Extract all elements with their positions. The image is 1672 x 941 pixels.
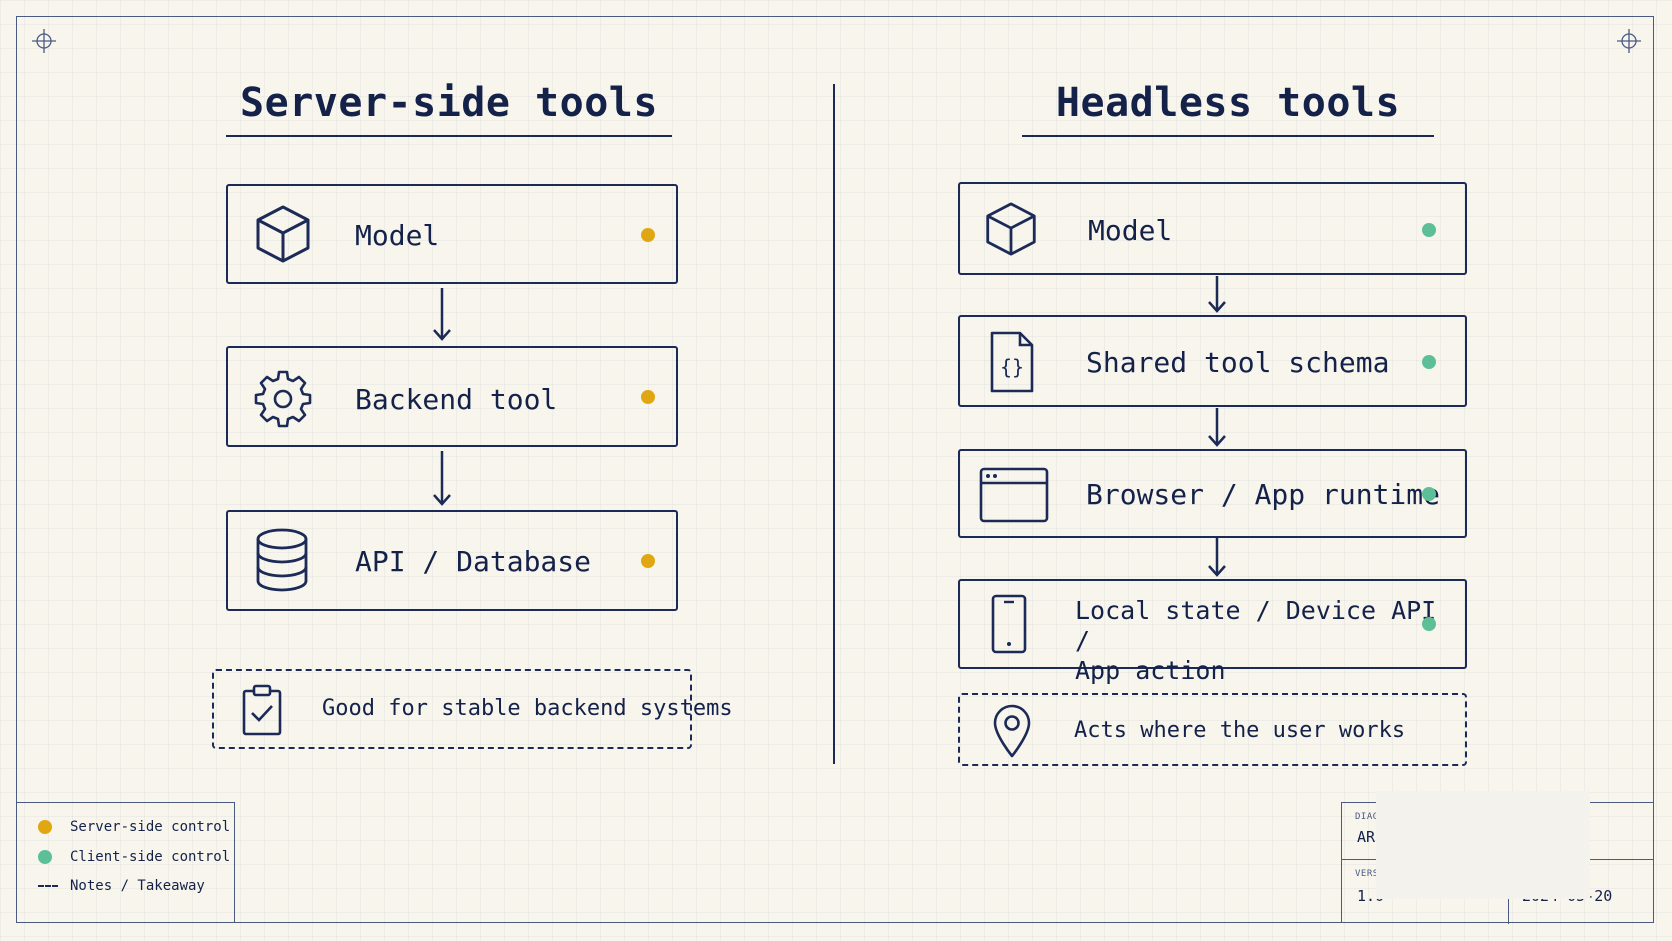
card-label: Model bbox=[355, 219, 440, 252]
server-control-dot bbox=[641, 390, 655, 404]
flow-arrow bbox=[1208, 538, 1226, 577]
client-control-dot bbox=[1422, 223, 1436, 237]
card-label: Local state / Device API / App action bbox=[1075, 596, 1437, 685]
drawing-frame bbox=[16, 16, 1654, 923]
right-column-title: Headless tools bbox=[1055, 80, 1401, 126]
title-underline bbox=[226, 135, 672, 137]
client-control-dot bbox=[1422, 487, 1436, 501]
browser-window-icon bbox=[979, 467, 1049, 523]
note-takeaway-right: Acts where the user works bbox=[958, 693, 1467, 766]
server-control-dot bbox=[641, 554, 655, 568]
legend-item-client: Client-side control bbox=[38, 849, 230, 865]
card-model: Model bbox=[226, 184, 678, 284]
clipboard-check-icon bbox=[242, 684, 282, 736]
card-backend-tool: Backend tool bbox=[226, 346, 678, 447]
note-takeaway-left: Good for stable backend systems bbox=[212, 669, 733, 749]
cube-icon bbox=[986, 202, 1036, 256]
card-label: Model bbox=[1088, 214, 1173, 247]
note-label: Good for stable backend systems bbox=[322, 696, 733, 721]
client-control-dot bbox=[1422, 617, 1436, 631]
card-api-database: API / Database bbox=[226, 510, 678, 611]
legend-label: Server-side control bbox=[70, 819, 231, 835]
cube-icon bbox=[256, 205, 310, 263]
card-label: Browser / App runtime bbox=[1086, 478, 1441, 511]
client-swatch bbox=[38, 850, 52, 864]
gear-icon bbox=[254, 370, 312, 428]
title-block: DIAG AR VERS 1.0 2024-05-20 bbox=[1341, 791, 1654, 924]
diagram-caption: DIAG bbox=[1355, 812, 1379, 822]
flow-arrow bbox=[433, 451, 451, 506]
server-swatch bbox=[38, 820, 52, 834]
card-label: Shared tool schema bbox=[1086, 346, 1390, 379]
note-label: Acts where the user works bbox=[1074, 718, 1406, 743]
phone-icon bbox=[991, 594, 1027, 654]
card-label: API / Database bbox=[355, 545, 592, 578]
card-model: Model bbox=[958, 182, 1467, 275]
diagram-value: AR bbox=[1357, 828, 1376, 846]
card-browser-app-runtime: Browser / App runtime bbox=[958, 449, 1467, 538]
location-pin-icon bbox=[993, 704, 1031, 758]
flow-arrow bbox=[1208, 408, 1226, 447]
card-local-state: Local state / Device API / App action bbox=[958, 579, 1467, 685]
svg-text:{}: {} bbox=[1000, 355, 1024, 379]
legend-label: Client-side control bbox=[70, 849, 231, 865]
client-control-dot bbox=[1422, 355, 1436, 369]
server-control-dot bbox=[641, 228, 655, 242]
title-underline bbox=[1022, 135, 1434, 137]
dashed-swatch bbox=[38, 885, 58, 887]
crosshair-icon bbox=[32, 29, 56, 53]
card-label: Backend tool bbox=[355, 383, 558, 416]
card-shared-tool-schema: {} Shared tool schema bbox=[958, 315, 1467, 407]
left-column-title: Server-side tools bbox=[240, 80, 658, 126]
flow-arrow bbox=[1208, 276, 1226, 313]
legend: Server-side control Client-side control … bbox=[16, 802, 235, 923]
title-block-overlay bbox=[1376, 791, 1590, 899]
flow-arrow bbox=[433, 288, 451, 341]
database-icon bbox=[256, 528, 308, 592]
json-file-icon: {} bbox=[990, 331, 1034, 393]
crosshair-icon bbox=[1617, 29, 1641, 53]
legend-item-notes: Notes / Takeaway bbox=[38, 878, 205, 894]
column-divider bbox=[833, 84, 835, 764]
legend-item-server: Server-side control bbox=[38, 819, 230, 835]
legend-label: Notes / Takeaway bbox=[70, 878, 205, 894]
version-caption: VERS bbox=[1355, 869, 1379, 879]
